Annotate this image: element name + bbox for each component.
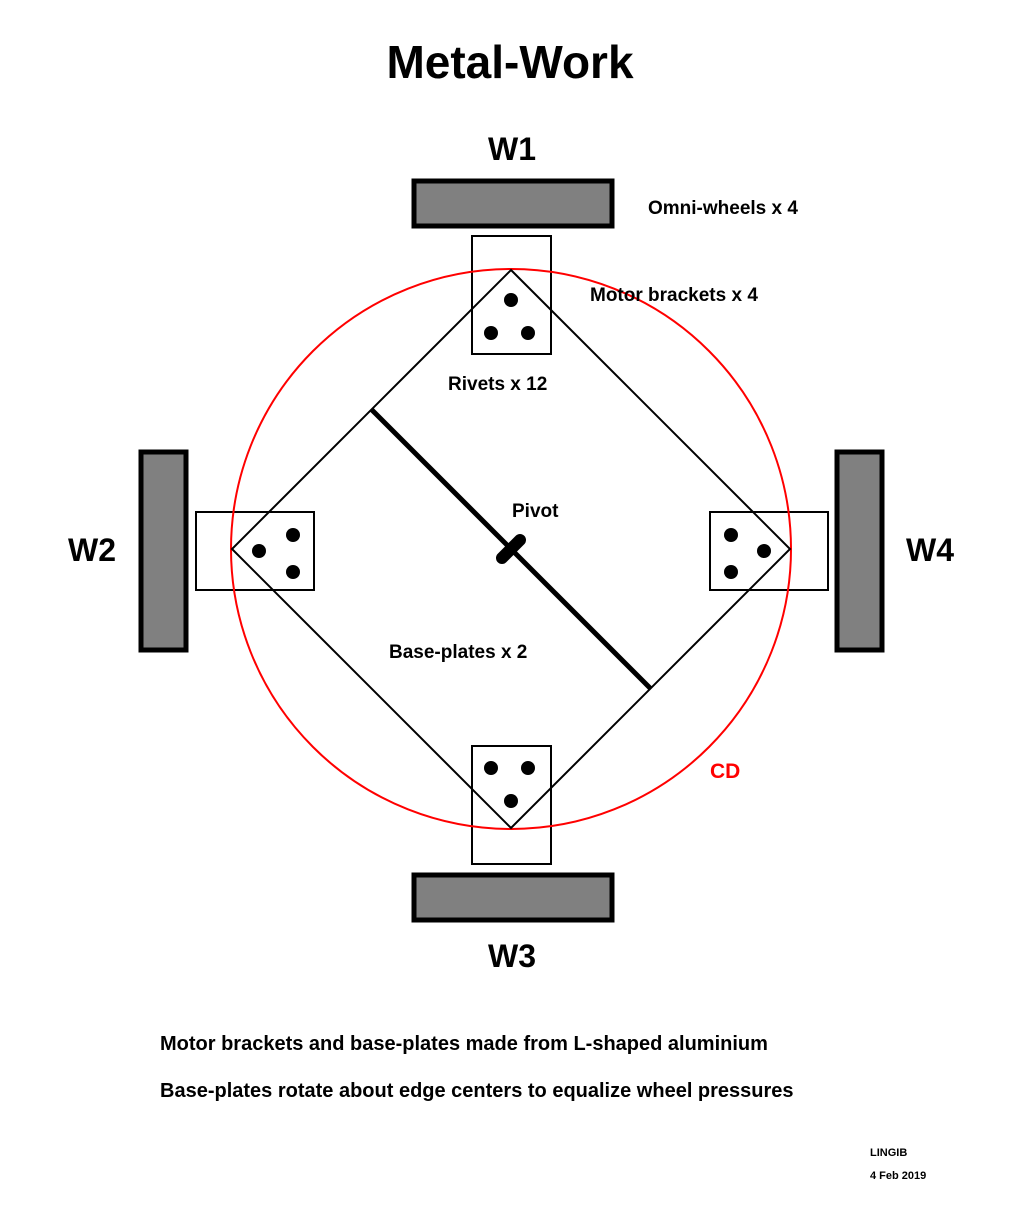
rivet <box>521 761 535 775</box>
rivets-top <box>484 293 535 340</box>
rivets-label: Rivets x 12 <box>448 374 547 395</box>
wheel-label-w4: W4 <box>906 532 954 568</box>
rivets-right <box>724 528 771 579</box>
rivets-left <box>252 528 300 579</box>
page-title: Metal-Work <box>386 36 633 88</box>
date-label: 4 Feb 2019 <box>870 1170 926 1182</box>
base-plates-outline <box>230 268 792 830</box>
base-plates-label: Base-plates x 2 <box>389 642 527 663</box>
rivet <box>757 544 771 558</box>
note-line-1: Motor brackets and base-plates made from… <box>160 1033 768 1055</box>
rivet <box>521 326 535 340</box>
motor-brackets-label: Motor brackets x 4 <box>590 285 758 306</box>
wheel-w1 <box>411 178 615 229</box>
wheel-w3 <box>411 872 615 923</box>
wheel-w2 <box>138 449 189 653</box>
omni-wheels-label: Omni-wheels x 4 <box>648 198 798 219</box>
rivet <box>504 794 518 808</box>
rivet <box>724 528 738 542</box>
pivot-label: Pivot <box>512 501 559 522</box>
wheel-label-w1: W1 <box>488 131 536 167</box>
wheel-label-w2: W2 <box>68 532 116 568</box>
rivet <box>504 293 518 307</box>
pivot-marker <box>496 534 526 564</box>
wheel-label-w3: W3 <box>488 938 536 974</box>
rivet <box>286 528 300 542</box>
cd-label: CD <box>710 760 740 783</box>
wheel-w4 <box>834 449 885 653</box>
rivet <box>724 565 738 579</box>
rivet <box>252 544 266 558</box>
author-label: LINGIB <box>870 1147 907 1159</box>
rivet <box>286 565 300 579</box>
rivet <box>484 326 498 340</box>
rivets-bottom <box>484 761 535 808</box>
rivet <box>484 761 498 775</box>
note-line-2: Base-plates rotate about edge centers to… <box>160 1080 794 1102</box>
